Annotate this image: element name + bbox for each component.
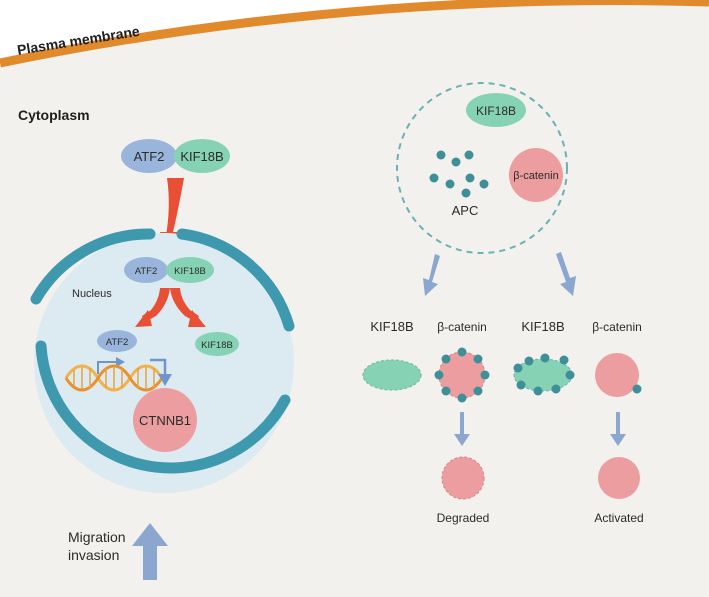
ctnnb1-label: CTNNB1 [139, 413, 191, 428]
beta-catenin-label-complex: β-catenin [513, 170, 558, 182]
beta-catenin-label-right: β-catenin [592, 320, 642, 334]
invasion-label: invasion [68, 547, 119, 563]
beta-catenin-label-left: β-catenin [437, 320, 487, 334]
atf2-oval-nucleus [124, 257, 168, 283]
migration-label: Migration [68, 529, 126, 545]
red-arrow-import [166, 178, 184, 236]
kif18b-label-top: KIF18B [180, 149, 223, 164]
arrow-down-left [423, 254, 440, 296]
nuclear-envelope-left [30, 228, 156, 305]
transcription-start-arrow-head [116, 357, 125, 367]
red-split-arrow-head-left [135, 310, 152, 327]
kif18b-oval-free [195, 332, 239, 356]
degraded-label: Degraded [437, 511, 490, 525]
apc-dots-beta-catenin [434, 347, 490, 403]
kif18b-label-complex: KIF18B [476, 104, 516, 118]
apc-label: APC [452, 203, 479, 218]
atf2-label-top: ATF2 [134, 149, 165, 164]
atf2-oval-top [121, 139, 177, 173]
beta-catenin-circle-complex [509, 148, 563, 202]
apc-dots [429, 150, 489, 198]
expression-arrow-head [158, 374, 172, 386]
red-split-arrow-head-right [188, 310, 206, 327]
nucleus-label: Nucleus [72, 288, 112, 300]
migration-up-arrow [132, 523, 168, 580]
kif18b-label-left: KIF18B [370, 319, 413, 334]
beta-catenin-degraded [441, 456, 485, 500]
kif18b-oval-nucleus [166, 257, 214, 283]
arrow-down-right [556, 252, 576, 296]
kif18b-label-free: KIF18B [201, 340, 233, 351]
transcription-start-arrow [97, 361, 118, 374]
arrow-to-degraded [454, 412, 470, 446]
atf2-label-nucleus: ATF2 [135, 266, 158, 277]
apc-dots-kif18b [513, 353, 575, 396]
beta-catenin-activated [598, 457, 640, 499]
destruction-complex-boundary [396, 82, 568, 254]
cytoplasm-label: Cytoplasm [18, 107, 90, 123]
activated-label: Activated [594, 511, 643, 525]
ctnnb1-circle [133, 388, 197, 452]
kif18b-oval-alone [362, 359, 422, 391]
apc-dot-single [632, 384, 642, 394]
arrow-to-activated [610, 412, 626, 446]
atf2-oval-dna [97, 330, 137, 352]
nuclear-envelope-bottom [35, 340, 291, 474]
atf2-label-dna: ATF2 [106, 337, 129, 348]
kif18b-label-nucleus: KIF18B [174, 266, 206, 277]
beta-catenin-circle-free [595, 353, 639, 397]
dna-helix [64, 364, 164, 392]
expression-arrow [150, 358, 167, 378]
plasma-membrane [0, 0, 709, 68]
kif18b-label-right: KIF18B [521, 319, 564, 334]
kif18b-oval-complex [466, 93, 526, 127]
kif18b-oval-top [174, 139, 230, 173]
red-split-arrow [142, 288, 199, 322]
nuclear-envelope-right [176, 228, 295, 332]
